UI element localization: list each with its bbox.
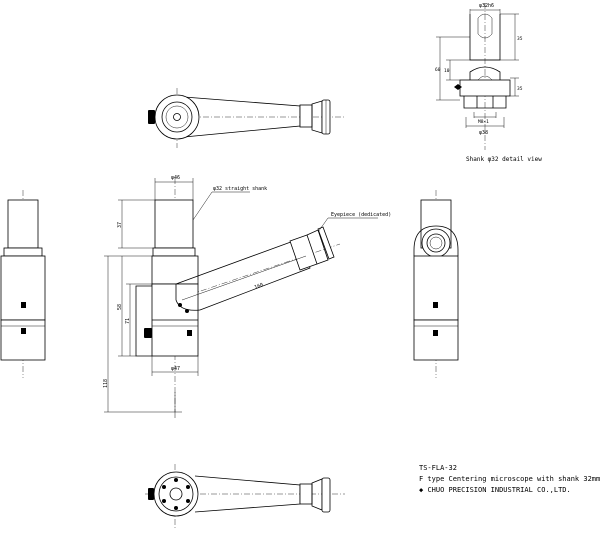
dim-lower-height: 71 — [125, 318, 131, 324]
company-name-text: CHUO PRECISION INDUSTRIAL CO.,LTD. — [427, 486, 571, 494]
right-side-view — [413, 190, 459, 378]
front-view — [104, 178, 378, 418]
detail-dim-side-3: 35 — [517, 86, 523, 92]
dim-tube-length: 160 — [254, 282, 265, 291]
company-logo-icon: ◆ — [419, 486, 424, 494]
dim-bottom-width: φ47 — [171, 366, 180, 372]
company-name: ◆ CHUO PRECISION INDUSTRIAL CO.,LTD. — [419, 485, 600, 496]
dim-total-height: 118 — [103, 379, 109, 388]
shank-label: φ32 straight shank — [213, 186, 267, 192]
model-number: TS-FLA-32 — [419, 464, 457, 472]
shank-detail-view — [436, 3, 519, 150]
detail-dim-side-4: 10 — [444, 68, 450, 74]
detail-dim-thread: M8×1 — [478, 119, 489, 125]
title-block: TS-FLA-32 F type Centering microscope wi… — [419, 463, 600, 496]
dim-body-width: φ46 — [171, 175, 180, 181]
detail-dim-bottom: φ38 — [479, 130, 488, 136]
eyepiece-label: Eyepiece (dedicated) — [331, 212, 391, 218]
top-view — [148, 88, 345, 148]
dim-body-height: 58 — [117, 304, 123, 310]
detail-dim-side-2: 60 — [435, 67, 441, 73]
dim-shank-height: 37 — [117, 222, 123, 228]
bottom-view — [145, 464, 345, 528]
drawing-description: F type Centering microscope with shank 3… — [419, 475, 600, 483]
detail-caption: Shank φ32 detail view — [466, 156, 542, 163]
left-side-view — [0, 190, 46, 378]
detail-dim-top: φ32h6 — [479, 3, 494, 9]
detail-dim-side-1: 35 — [517, 36, 523, 42]
